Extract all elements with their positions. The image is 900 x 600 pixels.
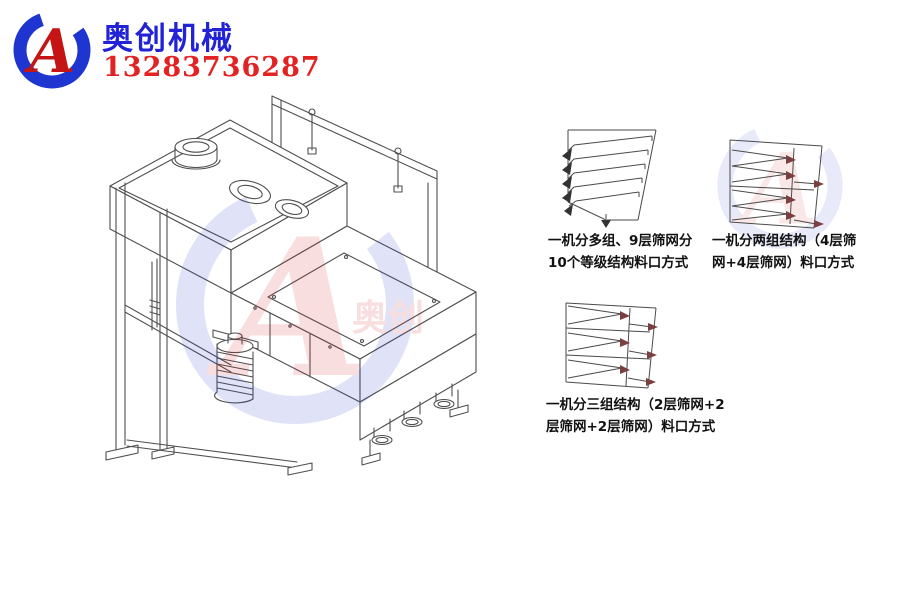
inspection-port-large — [228, 179, 272, 205]
watermark-text: 奥创 — [352, 297, 424, 338]
company-name-text: 奥创机械 — [102, 21, 234, 56]
caption-line: 一机分两组结构（4层筛 — [712, 233, 857, 249]
company-logo: A — [10, 6, 94, 90]
inspection-port-small — [274, 199, 310, 219]
multigroup-sketch — [562, 129, 657, 228]
screen-config-diagram-threegroup — [556, 298, 670, 394]
company-logo-icon: A — [13, 11, 91, 89]
vibration-motor — [212, 329, 259, 404]
logo-letter: A — [24, 17, 76, 87]
twogroup-sketch — [729, 139, 824, 229]
svg-text:A: A — [206, 197, 368, 420]
caption-line: 10个等级结构料口方式 — [548, 254, 689, 271]
caption-line: 一机分三组结构（2层筛网+2 — [546, 397, 725, 413]
caption-multigroup: 一机分多组、9层筛网分 10个等级结构料口方式 — [548, 231, 718, 274]
watermark-logo: A 奥创 — [176, 186, 424, 424]
caption-line: 网+4层筛网）料口方式 — [712, 254, 855, 271]
threegroup-sketch — [565, 302, 658, 389]
caption-threegroup: 一机分三组结构（2层筛网+2 层筛网+2层筛网）料口方式 — [546, 395, 731, 438]
screen-config-diagram-twogroup — [720, 134, 834, 234]
caption-twogroup: 一机分两组结构（4层筛 网+4层筛网）料口方式 — [712, 231, 867, 274]
feed-inlet-cylinder — [171, 137, 221, 170]
caption-line: 一机分多组、9层筛网分 — [548, 233, 693, 249]
cover-plate — [267, 252, 441, 347]
caption-line: 层筛网+2层筛网）料口方式 — [546, 418, 716, 435]
support-frame — [105, 182, 313, 476]
discharge-outlets — [359, 333, 477, 466]
phone-number-text: 13283736287 — [103, 52, 321, 83]
main-screen-box — [230, 225, 477, 403]
screen-config-diagram-multigroup — [552, 124, 674, 230]
feed-box — [109, 119, 348, 294]
logo-ring — [13, 11, 91, 89]
